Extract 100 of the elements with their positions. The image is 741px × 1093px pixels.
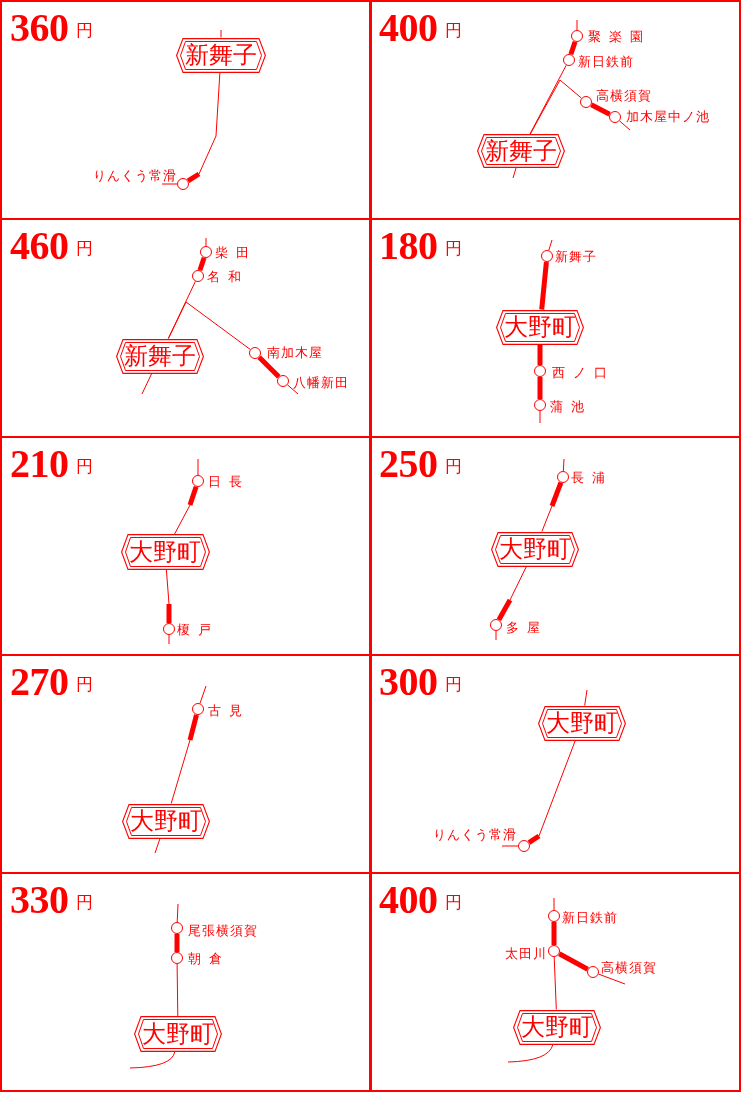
rail-line <box>584 689 588 706</box>
currency-unit: 円 <box>444 240 462 257</box>
fare-amount: 210 <box>10 444 69 484</box>
rail-line <box>129 1051 176 1069</box>
thick-rail-line <box>496 598 513 622</box>
currency-unit: 円 <box>444 22 462 39</box>
fare-amount: 270 <box>10 662 69 702</box>
fare-panel <box>369 0 741 220</box>
rail-line <box>205 237 207 247</box>
station-label: 聚 楽 園 <box>588 28 645 44</box>
fare-amount: 400 <box>379 8 438 48</box>
thick-rail-line <box>551 922 557 945</box>
station-sign: 大野町 <box>538 705 626 741</box>
fare-amount: 330 <box>10 880 69 920</box>
rail-line <box>562 458 565 472</box>
rail-line <box>501 845 519 847</box>
station-label: りんくう常滑 <box>93 167 177 183</box>
currency-unit: 円 <box>444 458 462 475</box>
thick-rail-line <box>558 951 589 972</box>
currency-unit: 円 <box>75 22 93 39</box>
currency-unit: 円 <box>444 676 462 693</box>
station-sign: 大野町 <box>122 803 210 839</box>
station-circle-icon <box>587 966 599 978</box>
fare-panel <box>0 872 372 1092</box>
thick-rail-line <box>537 344 543 365</box>
station-circle-icon <box>249 347 261 359</box>
thick-rail-line <box>187 714 199 741</box>
rail-line <box>176 963 179 1017</box>
station-sign: 大野町 <box>134 1016 222 1052</box>
rail-line <box>287 384 299 395</box>
currency-unit: 円 <box>75 458 93 475</box>
station-label: 高横須賀 <box>601 959 657 975</box>
station-sign: 新舞子 <box>477 134 565 168</box>
station-label: 名 和 <box>207 268 243 284</box>
station-label: 日 長 <box>208 473 244 489</box>
station-circle-icon <box>571 30 583 42</box>
station-label: 加木屋中ノ池 <box>626 108 710 124</box>
station-circle-icon <box>171 922 183 934</box>
rail-line <box>548 239 553 251</box>
station-label: 榎 戸 <box>177 621 213 637</box>
thick-rail-line <box>527 833 541 845</box>
station-label: 南加木屋 <box>267 344 323 360</box>
currency-unit: 円 <box>75 240 93 257</box>
station-label: 高横須賀 <box>596 87 652 103</box>
station-label: 西 ノ 口 <box>552 364 609 380</box>
station-label: 新日鉄前 <box>578 53 634 69</box>
currency-unit: 円 <box>75 894 93 911</box>
station-circle-icon <box>548 910 560 922</box>
station-label: 長 浦 <box>571 469 607 485</box>
fare-amount: 180 <box>379 226 438 266</box>
fare-panel <box>0 654 372 874</box>
currency-unit: 円 <box>444 894 462 911</box>
station-sign: 大野町 <box>496 309 584 345</box>
rail-line <box>539 410 541 424</box>
station-circle-icon <box>563 54 575 66</box>
thick-rail-line <box>549 481 564 507</box>
fare-panel <box>369 436 741 656</box>
station-label: 八幡新田 <box>293 374 349 390</box>
rail-line <box>553 897 555 911</box>
station-sign: 大野町 <box>513 1009 601 1045</box>
station-label: 古 見 <box>208 702 244 718</box>
station-label: 尾張横須賀 <box>188 922 258 938</box>
station-circle-icon <box>490 619 502 631</box>
fare-panel <box>369 654 741 874</box>
station-label: 新舞子 <box>555 248 597 264</box>
station-circle-icon <box>609 111 621 123</box>
rail-line <box>199 685 207 704</box>
rail-line <box>507 1044 554 1063</box>
thick-rail-line <box>537 377 543 399</box>
rail-line <box>619 120 631 131</box>
thick-rail-line <box>257 355 281 379</box>
fare-amount: 250 <box>379 444 438 484</box>
rail-line <box>512 167 517 179</box>
thick-rail-line <box>174 934 180 952</box>
currency-unit: 円 <box>75 676 93 693</box>
station-sign: 新舞子 <box>116 338 204 374</box>
rail-line <box>161 183 178 185</box>
rail-line <box>168 634 170 645</box>
rail-line <box>576 19 578 31</box>
thick-rail-line <box>568 40 578 56</box>
fare-panel <box>369 872 741 1092</box>
station-sign: 大野町 <box>120 534 210 570</box>
station-circle-icon <box>541 250 553 262</box>
station-circle-icon <box>192 475 204 487</box>
station-label: 蒲 池 <box>550 398 586 414</box>
station-label: りんくう常滑 <box>433 826 517 842</box>
station-circle-icon <box>177 178 189 190</box>
station-label: 柴 田 <box>215 244 251 260</box>
station-circle-icon <box>163 623 175 635</box>
rail-line <box>553 956 557 1010</box>
rail-line <box>197 458 199 476</box>
station-circle-icon <box>192 270 204 282</box>
rail-line <box>141 373 153 395</box>
rail-line <box>220 29 222 38</box>
fare-panel <box>0 436 372 656</box>
thick-rail-line <box>166 604 172 623</box>
station-circle-icon <box>580 96 592 108</box>
station-label: 多 屋 <box>506 619 542 635</box>
fare-amount: 400 <box>379 880 438 920</box>
station-circle-icon <box>171 952 183 964</box>
